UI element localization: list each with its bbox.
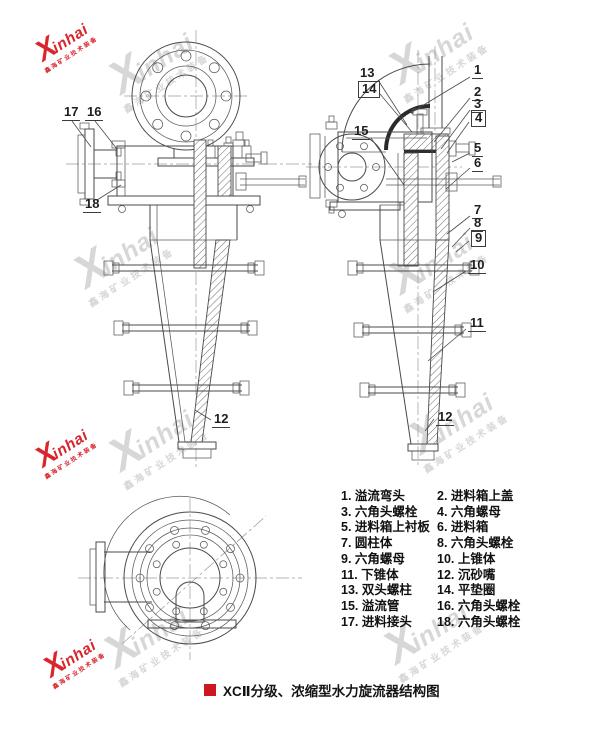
parts-list-item: 4. 六角螺母 [437, 504, 501, 519]
parts-list-item: 17. 进料接头 [341, 614, 412, 629]
caption: XCⅡ分级、浓缩型水力旋流器结构图 [204, 680, 440, 700]
callout-17: 17 [62, 104, 81, 121]
parts-list-item: 18. 六角头螺栓 [437, 614, 521, 629]
callout-6: 6 [472, 155, 484, 172]
parts-list-item: 7. 圆柱体 [341, 536, 393, 551]
parts-list-item: 10. 上锥体 [437, 551, 496, 566]
caption-marker [204, 684, 216, 696]
callout-2: 2 [472, 84, 484, 101]
callout-1: 1 [472, 62, 484, 79]
callout-4: 4 [471, 110, 487, 127]
right-section-view [306, 46, 502, 468]
left-side-view [66, 30, 312, 468]
parts-list-item: 2. 进料箱上盖 [437, 489, 514, 503]
callout-14: 14 [358, 81, 381, 98]
callout-5: 5 [472, 140, 484, 157]
callout-10: 10 [468, 257, 487, 274]
callout-18: 18 [83, 196, 102, 213]
parts-list-item: 15. 溢流管 [341, 598, 400, 613]
parts-list-item: 11. 下锥体 [341, 567, 399, 582]
parts-list-item: 6. 进料箱 [437, 520, 489, 535]
bottom-top-view [78, 496, 302, 660]
callout-12: 12 [212, 411, 231, 428]
parts-list-item: 3. 六角头螺栓 [341, 504, 418, 519]
leader-lines [71, 76, 471, 432]
parts-list-item: 9. 六角螺母 [341, 551, 405, 566]
callout-12: 12 [436, 409, 455, 426]
parts-list-item: 16. 六角头螺栓 [437, 598, 521, 613]
callout-3: 3 [472, 96, 484, 113]
callout-11: 11 [468, 315, 486, 332]
callout-7: 7 [472, 202, 484, 219]
caption-text: XCⅡ分级、浓缩型水力旋流器结构图 [223, 684, 440, 699]
parts-list-item: 12. 沉砂嘴 [437, 567, 496, 582]
parts-list-item: 13. 双头螺柱 [341, 583, 412, 598]
callout-15: 15 [352, 123, 371, 140]
parts-list-item: 5. 进料箱上衬板 [341, 520, 430, 535]
callout-9: 9 [471, 230, 487, 247]
parts-list-item: 14. 平垫圈 [437, 583, 496, 598]
callout-8: 8 [472, 215, 484, 232]
parts-list-item: 8. 六角头螺栓 [437, 536, 514, 551]
parts-list-item: 1. 溢流弯头 [341, 489, 405, 503]
callout-13: 13 [358, 65, 377, 82]
callout-16: 16 [85, 104, 104, 121]
